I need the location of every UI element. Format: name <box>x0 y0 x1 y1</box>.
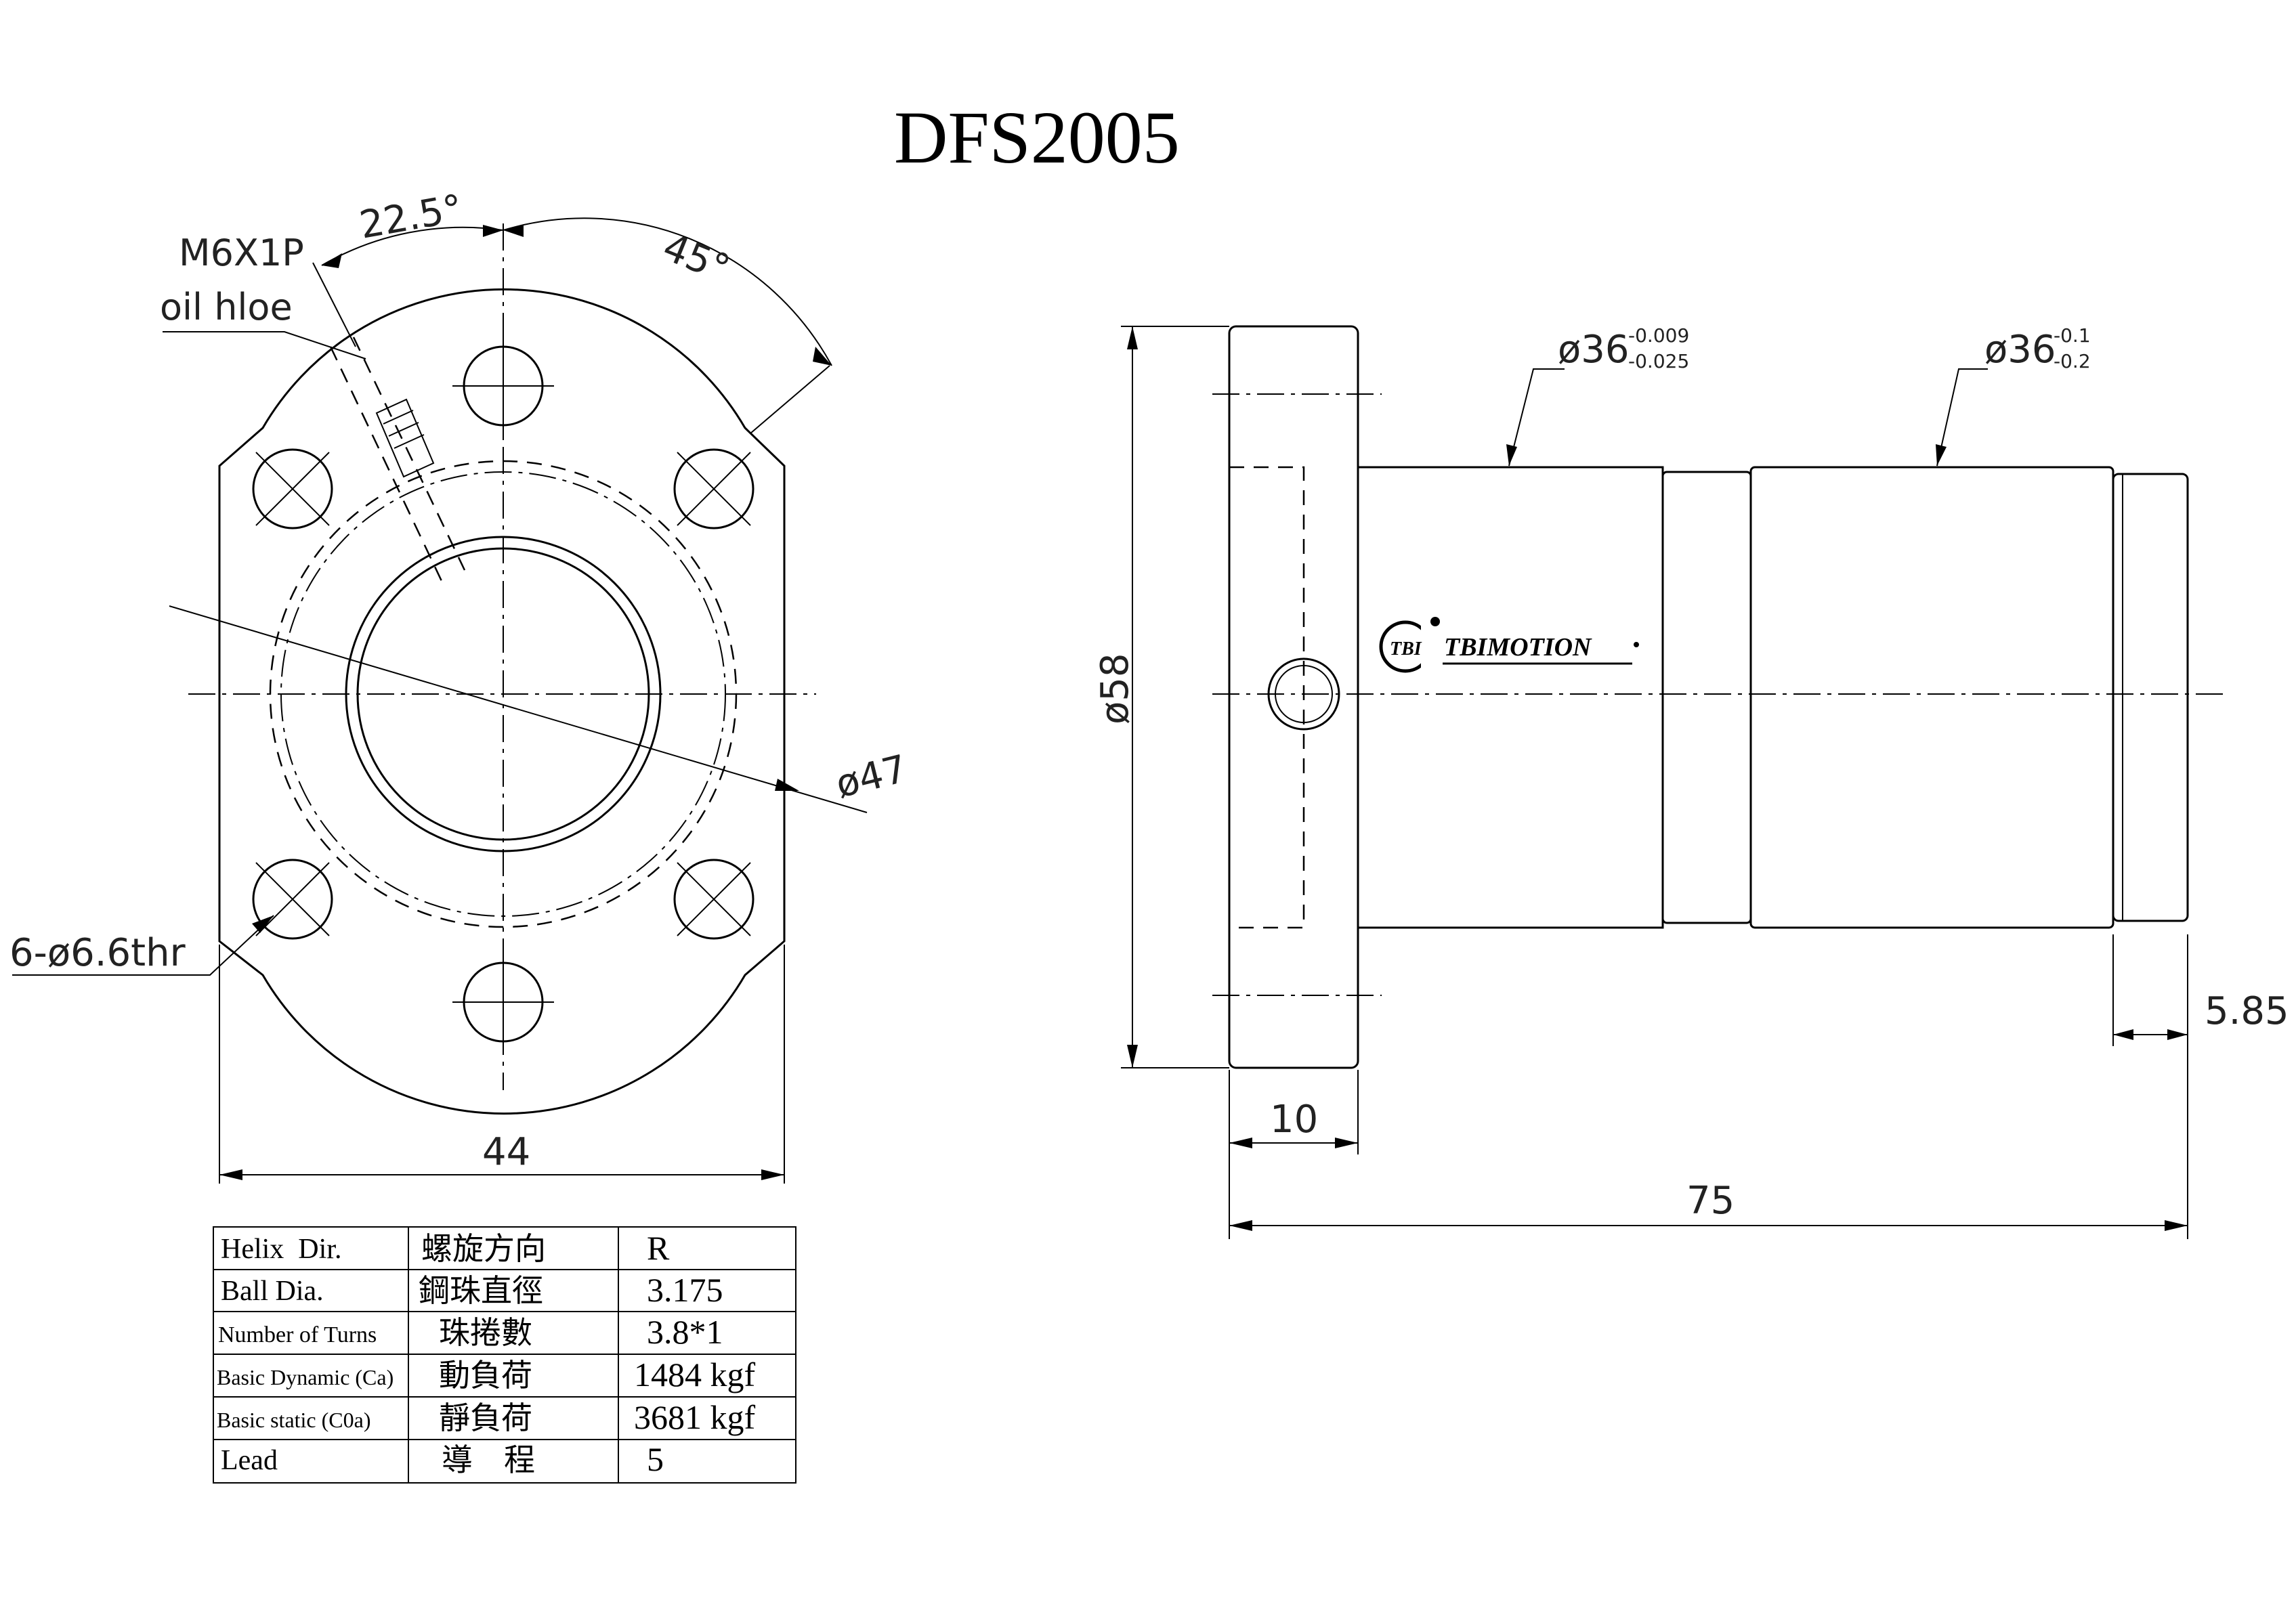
diameter-47-dimension: ø47 <box>169 605 912 813</box>
row-chinese-label: 鋼珠直徑 <box>419 1274 543 1308</box>
angle-22-5-label: 22.5° <box>356 186 466 248</box>
width-dimension: 44 <box>219 945 785 1184</box>
angle-45-label: 45° <box>657 225 736 291</box>
body-tolerance-upper: -0.009 <box>1628 324 1689 347</box>
row-value: R <box>647 1229 670 1267</box>
groove-section <box>1661 471 1752 924</box>
table-row: Basic static (C0a) 靜負荷 3681 kgf <box>217 1398 756 1436</box>
row-value: 1484 kgf <box>634 1356 756 1393</box>
row-chinese-label: 動負荷 <box>439 1358 532 1393</box>
flange-height-label: ø58 <box>1093 653 1137 725</box>
total-length-label: 75 <box>1686 1179 1735 1223</box>
bolt-hole <box>252 859 333 940</box>
row-chinese-label: 靜負荷 <box>439 1401 532 1435</box>
hidden-bore <box>1229 466 1305 929</box>
end-tolerance-lower: -0.2 <box>2054 350 2091 372</box>
row-english-label: Ball Dia. <box>221 1276 324 1307</box>
body-diameter-label: ø36 <box>1558 328 1630 372</box>
table-row: Number of Turns 珠捲數 3.8*1 <box>218 1313 723 1351</box>
flange-thickness-label: 10 <box>1270 1098 1318 1142</box>
table-row: Basic Dynamic (Ca) 動負荷 1484 kgf <box>217 1356 756 1393</box>
end-diameter-dimension: ø36 -0.1 -0.2 <box>1936 324 2091 467</box>
drawing-title: DFS2005 <box>894 96 1180 179</box>
end-diameter-label: ø36 <box>1984 328 2056 372</box>
width-label: 44 <box>482 1130 530 1174</box>
end-tolerance-upper: -0.1 <box>2054 324 2091 347</box>
flange-thickness-dimension: 10 <box>1229 1070 1359 1239</box>
row-value: 3.8*1 <box>647 1313 723 1351</box>
body-section <box>1749 466 2114 929</box>
row-value: 5 <box>647 1440 664 1478</box>
oil-hole-label: oil hloe <box>160 286 293 328</box>
row-value: 3681 kgf <box>634 1398 756 1436</box>
nut-body <box>1358 466 1664 929</box>
oil-hole-leader: M6X1P oil hloe <box>160 232 366 360</box>
body-tolerance-lower: -0.025 <box>1628 350 1689 372</box>
side-oil-hole <box>1267 657 1340 731</box>
row-chinese-label: 珠捲數 <box>439 1316 532 1350</box>
angle-dimension: 22.5° 45° <box>312 186 832 434</box>
row-chinese-label: 螺旋方向 <box>421 1232 546 1266</box>
logo-text: TBIMOTION <box>1444 633 1592 662</box>
row-english-label: Basic Dynamic (Ca) <box>217 1365 394 1389</box>
bolt-holes-leader: 6-ø6.6thr <box>9 915 274 976</box>
row-english-label: Lead <box>221 1445 278 1476</box>
flange-height-dimension: ø58 <box>1093 326 1229 1068</box>
row-english-label: Basic static (C0a) <box>217 1408 370 1432</box>
flange-side <box>1228 325 1359 1069</box>
tbimotion-logo: TBI TBIMOTION <box>1379 617 1639 673</box>
oil-hole <box>329 337 466 582</box>
table-row: Helix Dir. 螺旋方向 R <box>221 1229 670 1267</box>
bolt-hole <box>252 448 333 529</box>
front-view: 22.5° 45° M6X1P oil hloe ø47 6-ø6.6thr <box>9 186 912 1184</box>
end-step-dimension: 5.85 <box>2112 934 2289 1046</box>
row-chinese-label: 導 程 <box>442 1443 535 1477</box>
bolt-holes-label: 6-ø6.6thr <box>9 931 186 975</box>
spec-table: Helix Dir. 螺旋方向 R Ball Dia. 鋼珠直徑 3.175 N… <box>213 1226 796 1484</box>
row-english-label: Number of Turns <box>218 1322 377 1347</box>
row-english-label: Helix Dir. <box>221 1234 341 1265</box>
table-row: Lead 導 程 5 <box>221 1440 664 1478</box>
side-oil-hole-inner <box>1275 665 1333 723</box>
flange-diameter-label: ø47 <box>832 747 912 807</box>
bolt-hole <box>673 859 754 940</box>
end-cap <box>2112 473 2189 922</box>
side-view: TBI TBIMOTION ø36 -0.009 -0.025 ø36 -0.1… <box>1093 324 2289 1239</box>
flange-outline <box>218 288 786 1115</box>
total-length-dimension: 75 <box>1229 934 2188 1239</box>
table-row: Ball Dia. 鋼珠直徑 3.175 <box>221 1271 723 1309</box>
logo-mark: TBI <box>1390 639 1422 660</box>
end-step-label: 5.85 <box>2205 989 2289 1033</box>
oil-hole-thread-label: M6X1P <box>179 232 304 274</box>
body-diameter-dimension: ø36 -0.009 -0.025 <box>1506 324 1689 467</box>
row-value: 3.175 <box>647 1271 723 1309</box>
bolt-hole <box>673 448 754 529</box>
